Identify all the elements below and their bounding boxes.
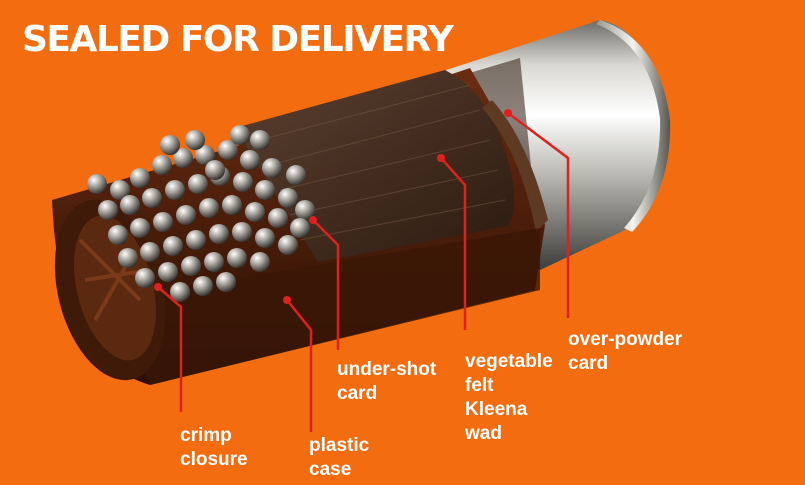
leader-crimp [157,286,183,412]
lead-shot-pellet [158,262,178,282]
lead-shot-pellet [222,195,242,215]
lead-shot-pellet [218,140,238,160]
lead-shot-pellet [173,148,193,168]
label-line: plastic [309,435,370,456]
lead-shot-pellet [227,248,247,268]
lead-shot-pellet [153,212,173,232]
lead-shot-pellet [87,174,107,194]
label-over-powder-card: over-powder card [568,328,682,376]
felt-texture [259,84,506,241]
leader-dot-crimp [154,283,162,291]
lead-shot-pellet [160,135,180,155]
lead-shot-pellet [216,272,236,292]
label-line: vegetable [465,351,553,372]
lead-shot-pellet [268,208,288,228]
label-line: felt [465,375,494,396]
lead-shot-pellet [278,188,298,208]
case-lower-face [110,228,540,385]
lead-shot-pellet [98,200,118,220]
diagram-title: SEALED FOR DELIVERY [22,19,454,60]
lead-shot-pellet [188,174,208,194]
lead-shot-pellet [152,155,172,175]
label-line: closure [180,449,248,470]
leader-dot-felt-wad [437,154,445,162]
lead-shot-pellets [87,125,315,302]
label-line: card [568,353,609,374]
lead-shot-pellet [232,222,252,242]
label-line: under-shot [337,359,437,380]
lead-shot-pellet [204,252,224,272]
lead-shot-pellet [135,268,155,288]
label-line: wad [465,423,502,444]
lead-shot-pellet [230,125,250,145]
lead-shot-pellet [209,224,229,244]
lead-shot-pellet [205,160,225,180]
leader-dot-under-shot [309,216,317,224]
lead-shot-pellet [163,236,183,256]
lead-shot-pellet [130,168,150,188]
lead-shot-pellet [130,218,150,238]
lead-shot-pellet [181,256,201,276]
lead-shot-pellet [108,225,128,245]
lead-shot-pellet [278,235,298,255]
lead-shot-pellet [118,248,138,268]
lead-shot-pellet [140,242,160,262]
lead-shot-pellet [195,145,215,165]
label-line: Kleena [465,399,528,420]
label-line: card [337,383,378,404]
lead-shot-pellet [250,130,270,150]
label-line: over-powder [568,329,683,350]
lead-shot-pellet [193,276,213,296]
leader-plastic-case [286,299,313,432]
lead-shot-pellet [255,180,275,200]
lead-shot-pellet [255,228,275,248]
lead-shot-pellet [120,195,140,215]
lead-shot-pellet [110,180,130,200]
label-under-shot-card: under-shot card [337,358,436,406]
label-line: crimp [180,425,232,446]
label-line: case [309,459,352,480]
lead-shot-pellet [170,282,190,302]
leader-under-shot [312,219,340,350]
over-powder-card-disc [482,100,548,232]
lead-shot-pellet [142,188,162,208]
lead-shot-pellet [185,130,205,150]
lead-shot-pellet [295,200,315,220]
lead-shot-pellet [250,252,270,272]
lead-shot-pellet [245,202,265,222]
lead-shot-pellet [176,205,196,225]
leader-dot-plastic-case [283,296,291,304]
lead-shot-pellet [286,165,306,185]
lead-shot-pellet [199,198,219,218]
label-plastic-case: plastic case [309,434,369,482]
lead-shot-pellet [240,150,260,170]
lead-shot-pellet [262,158,282,178]
lead-shot-pellet [186,230,206,250]
label-crimp-closure: crimp closure [180,424,248,472]
leader-felt-wad [440,157,467,330]
leader-over-powder [507,112,570,318]
lead-shot-pellet [233,172,253,192]
lead-shot-pellet [165,180,185,200]
leader-lines [154,109,570,432]
leader-dot-over-powder [504,109,512,117]
lead-shot-pellet [290,218,310,238]
